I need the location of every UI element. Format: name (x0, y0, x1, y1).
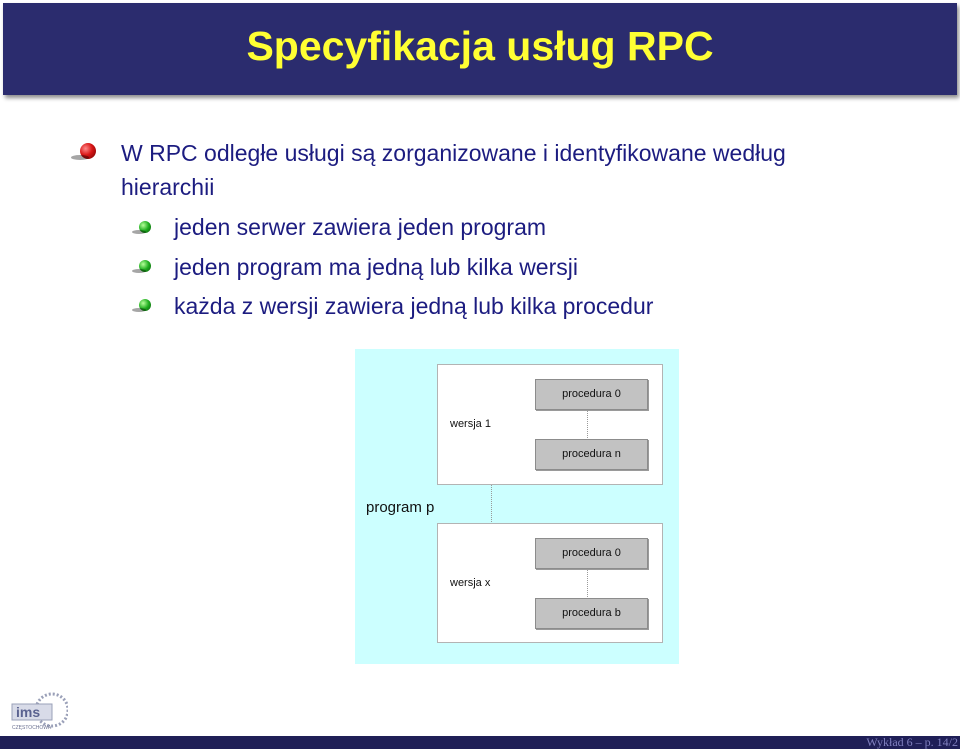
green-ball-bullet-icon (132, 260, 151, 273)
green-ball-bullet-icon (132, 221, 151, 234)
logo-icon: ims CZĘSTOCHOWA (11, 692, 70, 731)
connector-line (491, 482, 492, 522)
sub-bullet-3: każda z wersji zawiera jedną lub kilka p… (174, 293, 654, 319)
main-bullet-line-2: hierarchii (121, 174, 215, 200)
program-label: program p (366, 499, 435, 516)
connector-line (587, 410, 588, 440)
version-box-x: procedura 0 wersja x procedura b (437, 523, 663, 643)
version-label: wersja x (450, 577, 491, 589)
main-bullet-line-1: W RPC odległe usługi są zorganizowane i … (121, 140, 786, 166)
slide-title: Specyfikacja usług RPC (246, 23, 714, 69)
institute-logo: ims CZĘSTOCHOWA (8, 692, 70, 732)
svg-text:CZĘSTOCHOWA: CZĘSTOCHOWA (12, 725, 52, 731)
svg-text:ims: ims (16, 704, 40, 720)
procedure-box: procedura 0 (535, 538, 648, 569)
procedure-box: procedura n (535, 439, 648, 470)
footer-bar: Wykład 6 – p. 14/2 (0, 735, 960, 749)
rpc-hierarchy-diagram: procedura 0 wersja 1 procedura n program… (355, 349, 679, 664)
procedure-box: procedura 0 (535, 379, 648, 410)
sub-bullet-1: jeden serwer zawiera jeden program (174, 214, 547, 240)
version-box-1: procedura 0 wersja 1 procedura n (437, 364, 663, 485)
version-label: wersja 1 (450, 418, 491, 430)
sub-bullet-2: jeden program ma jedną lub kilka wersji (174, 254, 578, 280)
title-bar: Specyfikacja usług RPC (3, 3, 957, 95)
footer-page-info: Wykład 6 – p. 14/2 (866, 735, 958, 749)
connector-line (587, 569, 588, 599)
red-ball-bullet-icon (71, 143, 96, 160)
procedure-box: procedura b (535, 598, 648, 629)
green-ball-bullet-icon (132, 299, 151, 312)
